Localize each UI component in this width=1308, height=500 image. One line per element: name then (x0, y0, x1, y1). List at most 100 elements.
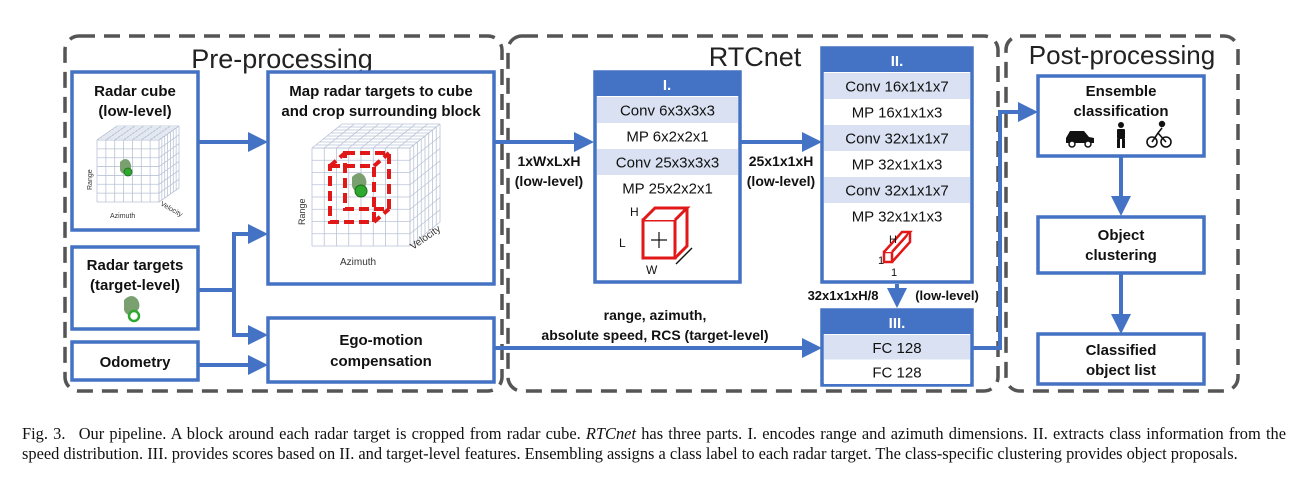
input-dim-label: 1xWxLxH (517, 153, 580, 169)
odometry-box (70, 340, 200, 382)
block-ii-row-bg (824, 73, 970, 99)
postprocessing-arrows (972, 102, 1131, 350)
block-iii-layer-label: FC 128 (872, 340, 921, 357)
target-features-label-2: absolute speed, RCS (target-level) (541, 327, 768, 343)
small-cube-range-label: Range (87, 169, 94, 190)
input-level-label: (low-level) (515, 173, 583, 189)
block-ii-layer-label: Conv 32x1x1x7 (845, 131, 948, 148)
ego-motion-label-2: compensation (330, 353, 432, 370)
radar-targets-label-2: (target-level) (90, 277, 180, 294)
clustering-label-2: clustering (1085, 247, 1157, 264)
map-cube-azimuth-label: Azimuth (340, 257, 376, 268)
radar-cube-label-1: Radar cube (94, 83, 176, 100)
block-iii-layer-label: FC 128 (872, 364, 921, 381)
block-iii-title: III. (889, 315, 906, 332)
cyclist-icon (1146, 120, 1172, 148)
block-iii: III. FC 128 FC 128 (820, 308, 974, 387)
block-i-row-bg (597, 123, 738, 149)
caption-text-1: Our pipeline. A block around each radar … (78, 424, 586, 443)
cube-grid-line (158, 143, 180, 159)
block-i-dim-h: H (630, 205, 639, 219)
cube-grid-line (158, 152, 180, 167)
ensemble-label-2: classification (1073, 103, 1168, 120)
cube-grid-line (158, 178, 180, 194)
postprocessing-title: Post-processing (1029, 40, 1215, 70)
clustering-label-1: Object (1098, 227, 1145, 244)
block-ii-row-bg (824, 99, 970, 125)
block-ii-title: II. (891, 53, 904, 70)
block-i-row-bg (597, 149, 738, 175)
flat-dim-label: 32x1x1xH/8 (808, 288, 879, 303)
flat-level-label: (low-level) (915, 288, 979, 303)
radar-cube-icon (96, 125, 180, 203)
figure-caption: Fig. 3. Our pipeline. A block around eac… (22, 424, 1286, 464)
rtcnet-frame (506, 34, 1000, 393)
block-i-title: I. (663, 77, 671, 94)
block-ii-layer-label: Conv 32x1x1x7 (845, 183, 948, 200)
block-iii-row-bg (824, 335, 970, 360)
block-ii-dim-1b: 1 (891, 267, 897, 279)
classified-label-1: Classified (1086, 342, 1157, 359)
block-i-layer-label: Conv 25x3x3x3 (616, 155, 719, 172)
block-i-dim-w: W (646, 263, 658, 277)
ego-motion-label-1: Ego-motion (339, 332, 422, 349)
block-i-row-bg (597, 175, 738, 201)
postprocessing-frame (1004, 34, 1240, 393)
block-ii-layer-label: Conv 16x1x1x7 (845, 79, 948, 96)
radar-target-icon (124, 296, 141, 323)
pedestrian-icon (1117, 122, 1125, 148)
cube-grid-line (158, 161, 180, 176)
radar-cube-box (70, 70, 200, 232)
car-icon (1066, 131, 1094, 148)
odometry-label: Odometry (100, 354, 172, 371)
map-cube-range-label: Range (297, 198, 307, 225)
preprocessing-arrows (198, 132, 268, 375)
mid-dim-label: 25x1x1xH (749, 153, 814, 169)
cube-target-blob (120, 159, 133, 177)
block-i-layer-label: MP 6x2x2x1 (626, 129, 708, 146)
block-i-dim-l: L (619, 236, 626, 250)
block-ii-dim-1a: 1 (878, 255, 884, 267)
block-ii-row-bg (824, 177, 970, 203)
ensemble-label-1: Ensemble (1086, 83, 1157, 100)
target-features-label-1: range, azimuth, (604, 307, 707, 323)
block-iii-row-bg (824, 359, 970, 384)
rtcnet-title: RTCnet (709, 42, 802, 72)
small-cube-azimuth-label: Azimuth (110, 213, 135, 220)
classified-label-2: object list (1086, 362, 1156, 379)
block-ii-layer-label: MP 32x1x1x3 (852, 157, 943, 174)
map-crop-label-2: and crop surrounding block (281, 103, 481, 120)
map-crop-box (266, 70, 496, 286)
block-ii-row-bg (824, 125, 970, 151)
crop-block-icon (328, 151, 391, 224)
cube-grid-line (158, 169, 180, 185)
ensemble-box (1036, 74, 1206, 158)
block-ii-row-bg (824, 203, 970, 229)
caption-italic: RTCnet (585, 424, 637, 443)
block-i-layer-label: MP 25x2x2x1 (622, 181, 713, 198)
mid-level-label: (low-level) (747, 173, 815, 189)
caption-label: Fig. 3. (22, 424, 66, 443)
ego-motion-box (266, 316, 496, 384)
pipeline-diagram: Pre-processing RTCnet Post-processing Ra… (63, 34, 1240, 393)
block-ii-volume-icon (882, 230, 913, 264)
caption-text-2: has three parts. I. encodes range and az… (22, 424, 1286, 463)
block-ii-layer-label: MP 32x1x1x3 (852, 209, 943, 226)
object-clustering-box (1036, 215, 1206, 275)
block-ii-dim-h: H (889, 234, 897, 246)
preprocessing-frame (63, 34, 504, 393)
radar-targets-label-1: Radar targets (87, 257, 184, 274)
classified-list-box (1036, 332, 1206, 386)
radar-cube-label-2: (low-level) (98, 103, 171, 120)
cube-grid-line (158, 187, 180, 203)
map-crop-label-1: Map radar targets to cube (289, 83, 472, 100)
rtcnet-arrows (494, 132, 907, 358)
block-i-row-bg (597, 97, 738, 123)
preprocessing-title: Pre-processing (191, 44, 373, 74)
block-ii-row-bg (824, 151, 970, 177)
block-ii-layer-label: MP 16x1x1x3 (852, 105, 943, 122)
cube-grid-line (158, 134, 180, 150)
